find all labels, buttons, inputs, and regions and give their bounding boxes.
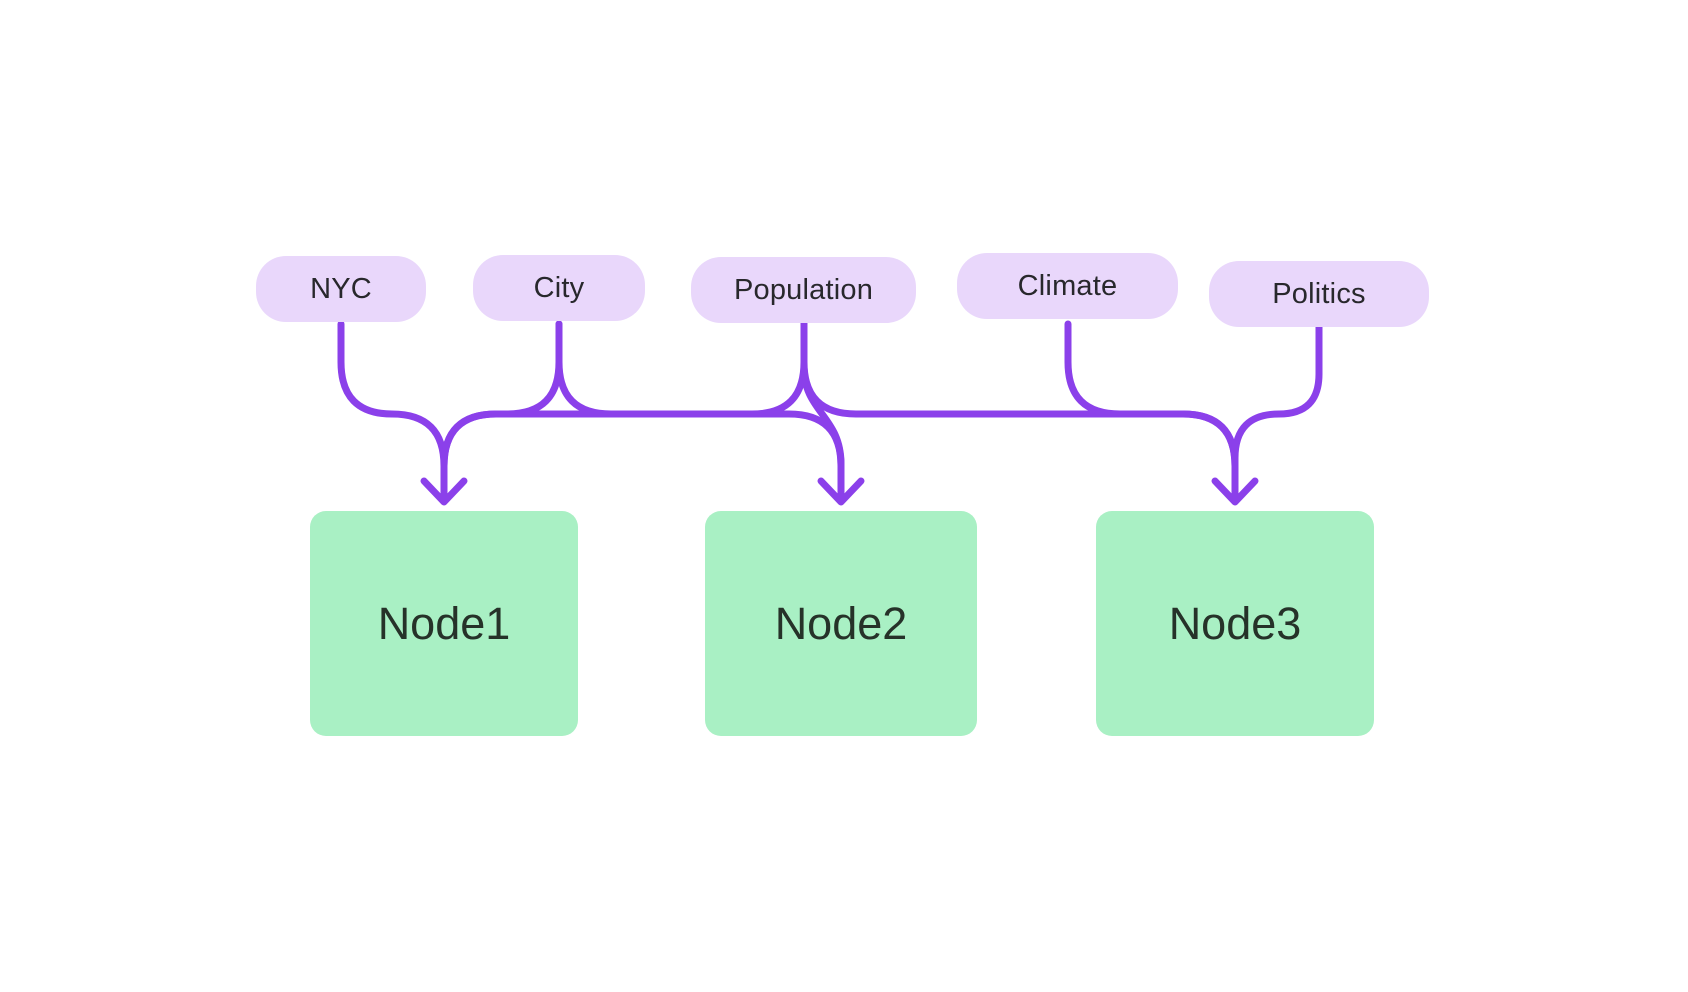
node-box-node2[interactable]: Node2 [705, 511, 977, 736]
edge-climate-node3 [1064, 320, 1239, 504]
tag-pill-politics[interactable]: Politics [1209, 261, 1429, 327]
arrowhead-node1-icon [420, 477, 468, 506]
edge-city-node2 [555, 320, 845, 504]
arrowhead-node3-icon [1211, 477, 1259, 506]
edge-population-node2 [800, 320, 845, 504]
tag-pill-climate[interactable]: Climate [957, 253, 1178, 319]
tag-pill-nyc[interactable]: NYC [256, 256, 426, 322]
edge-politics-node3 [1231, 320, 1323, 504]
tag-pill-city[interactable]: City [473, 255, 645, 321]
tag-pill-population[interactable]: Population [691, 257, 916, 323]
edge-population-node3 [800, 320, 1239, 504]
edge-population-node1 [440, 320, 808, 504]
arrowhead-node2-icon [817, 477, 865, 506]
node-box-node1[interactable]: Node1 [310, 511, 578, 736]
edge-nyc-node1 [337, 320, 448, 504]
edge-city-node1 [440, 320, 563, 504]
node-box-node3[interactable]: Node3 [1096, 511, 1374, 736]
